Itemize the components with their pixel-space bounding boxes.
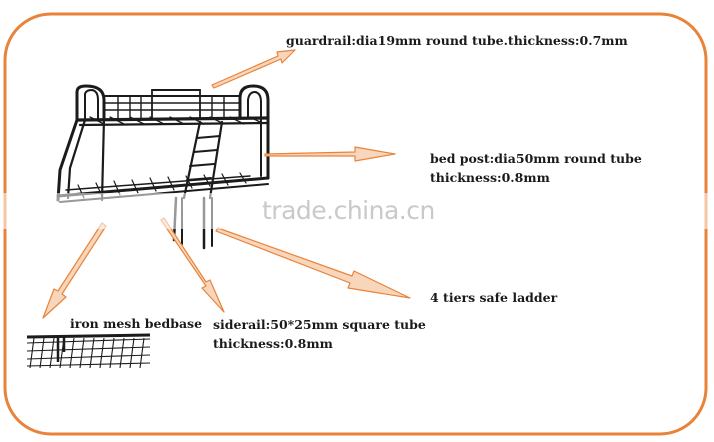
arrow-siderail — [160, 217, 225, 313]
arrow-bed-post — [264, 146, 396, 162]
arrow-guardrail — [211, 49, 296, 89]
bed-post-callout-line1: bed post:dia50mm round tube — [430, 151, 642, 166]
bed-post-callout: bed post:dia50mm round tube thickness:0.… — [430, 149, 642, 188]
bedbase-callout: iron mesh bedbase — [70, 316, 203, 331]
guardrail-callout: guardrail:dia19mm round tube.thickness:0… — [286, 33, 628, 48]
bed-post-callout-line2: thickness:0.8mm — [430, 170, 550, 186]
arrow-ladder — [215, 227, 411, 299]
siderail-callout: siderail:50*25mm square tube thickness:0… — [213, 315, 426, 354]
watermark-text: trade.china.cn — [262, 196, 435, 225]
watermark-band — [0, 193, 714, 229]
mesh-bedbase-photo — [26, 333, 151, 369]
siderail-callout-line1: siderail:50*25mm square tube — [213, 317, 426, 332]
arrow-group — [42, 49, 411, 319]
ladder-callout: 4 tiers safe ladder — [430, 290, 558, 305]
siderail-callout-line2: thickness:0.8mm — [213, 336, 333, 352]
arrow-bedbase — [42, 222, 107, 319]
